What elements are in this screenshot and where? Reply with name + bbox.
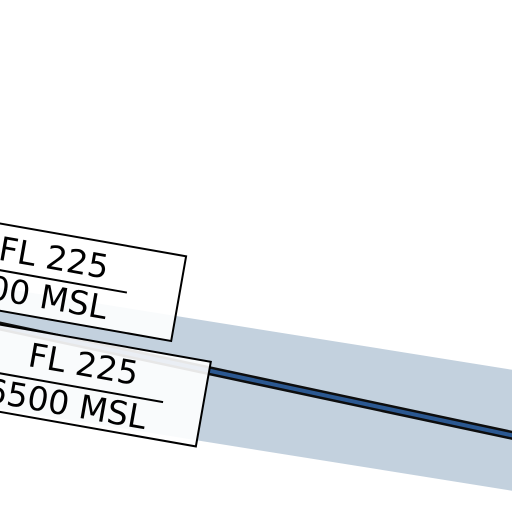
airway-label-box bbox=[0, 322, 212, 448]
airway-corridor bbox=[0, 287, 512, 491]
airway-label-divider bbox=[0, 265, 128, 294]
airway-label-divider bbox=[0, 369, 164, 404]
airway-label-box bbox=[0, 220, 188, 343]
